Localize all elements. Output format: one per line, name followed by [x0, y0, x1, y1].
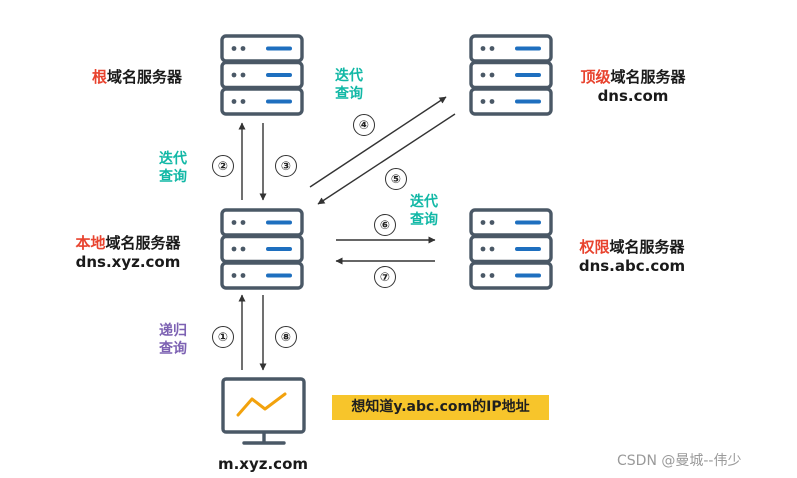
tld-server-icon — [469, 34, 553, 116]
recursive-query-label: 递归查询 — [159, 323, 187, 357]
local-server-host: dns.xyz.com — [75, 253, 181, 271]
auth-server-icon — [469, 208, 553, 290]
arrow-step-4 — [309, 96, 447, 188]
local-server-label: 本地域名服务器 dns.xyz.com — [63, 234, 193, 272]
local-server-highlight: 本地 — [75, 234, 106, 252]
step-1-badge: ① — [212, 326, 234, 348]
watermark: CSDN @曼城--伟少 — [617, 453, 742, 469]
tld-server-host: dns.com — [597, 87, 669, 105]
step-8-badge: ⑧ — [275, 326, 297, 348]
step-2-badge: ② — [212, 155, 234, 177]
tld-server-suffix: 域名服务器 — [610, 68, 686, 86]
local-server-suffix: 域名服务器 — [105, 234, 181, 252]
step-6-badge: ⑥ — [374, 214, 396, 236]
auth-server-label: 权限域名服务器 dns.abc.com — [571, 238, 693, 276]
root-server-highlight: 根 — [92, 68, 108, 86]
question-banner: 想知道y.abc.com的IP地址 — [332, 395, 549, 420]
step-7-badge: ⑦ — [374, 266, 396, 288]
auth-server-highlight: 权限 — [579, 238, 610, 256]
tld-server-label: 顶级域名服务器 dns.com — [573, 68, 693, 106]
arrow-step-5 — [317, 113, 456, 205]
tld-server-highlight: 顶级 — [580, 68, 611, 86]
iterative-query-label-right: 迭代查询 — [410, 194, 438, 228]
iterative-query-label-left: 迭代查询 — [159, 151, 187, 185]
step-3-badge: ③ — [275, 155, 297, 177]
step-5-badge: ⑤ — [385, 168, 407, 190]
root-server-label: 根域名服务器 — [92, 68, 182, 87]
auth-server-suffix: 域名服务器 — [609, 238, 685, 256]
auth-server-host: dns.abc.com — [578, 257, 686, 275]
monitor-icon — [221, 377, 306, 445]
local-server-icon — [220, 208, 304, 290]
iterative-query-label-top: 迭代查询 — [335, 68, 363, 102]
root-server-suffix: 域名服务器 — [107, 68, 183, 86]
root-server-icon — [220, 34, 304, 116]
client-host-label: m.xyz.com — [217, 455, 309, 473]
step-4-badge: ④ — [353, 114, 375, 136]
